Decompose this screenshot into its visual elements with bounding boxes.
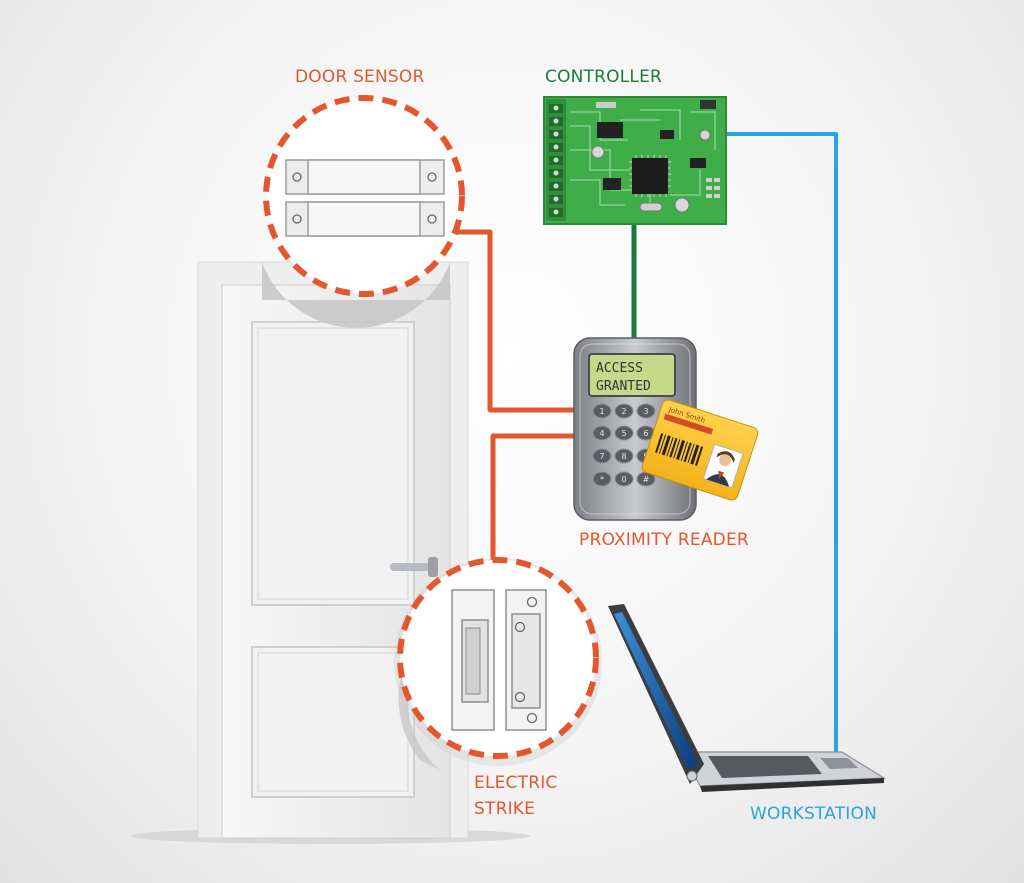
svg-text:4: 4 — [599, 429, 604, 438]
door-panel-lower — [251, 646, 415, 798]
electric-strike — [397, 557, 599, 759]
door-panel-upper — [251, 321, 415, 606]
wires — [456, 132, 838, 760]
door-sensor-bar-top — [285, 159, 445, 195]
electric-strike-label-line2: STRIKE — [474, 799, 536, 819]
laptop-screen — [614, 612, 698, 770]
strike-plate-left — [451, 589, 495, 731]
laptop-workstation — [608, 604, 886, 792]
controller-chip — [632, 158, 668, 194]
svg-text:*: * — [600, 475, 604, 484]
id-card-barcode — [655, 433, 704, 466]
svg-text:2: 2 — [621, 407, 626, 416]
svg-text:6: 6 — [643, 429, 648, 438]
controller-workstation-wire — [724, 132, 838, 760]
svg-text:3: 3 — [643, 407, 648, 416]
laptop-keyboard — [708, 756, 822, 778]
id-card-photo — [702, 443, 744, 489]
reader-display-line1: ACCESS — [596, 361, 643, 376]
electric-strike-wire — [490, 433, 578, 560]
workstation-label: WORKSTATION — [750, 804, 878, 824]
door — [197, 261, 469, 839]
reader-display-line2: GRANTED — [596, 379, 651, 394]
controller-label: CONTROLLER — [545, 67, 663, 87]
door-sensor — [263, 95, 465, 297]
proximity-reader-label: PROXIMITY READER — [579, 530, 749, 550]
svg-text:5: 5 — [621, 429, 626, 438]
reader-lcd — [588, 353, 676, 397]
svg-text:0: 0 — [621, 475, 626, 484]
svg-text:8: 8 — [621, 452, 626, 461]
door-sensor-bar-bottom — [285, 201, 445, 237]
electric-strike-label-line1: ELECTRIC — [474, 773, 558, 793]
svg-text:1: 1 — [599, 407, 604, 416]
door-sensor-label: DOOR SENSOR — [295, 67, 425, 87]
svg-text:7: 7 — [599, 452, 604, 461]
id-card: John Smith — [641, 399, 759, 501]
door-sensor-wire — [456, 229, 578, 413]
door-handle — [390, 557, 438, 577]
svg-text:#: # — [643, 475, 650, 484]
strike-plate-right — [505, 589, 547, 731]
controller-board — [543, 96, 727, 225]
